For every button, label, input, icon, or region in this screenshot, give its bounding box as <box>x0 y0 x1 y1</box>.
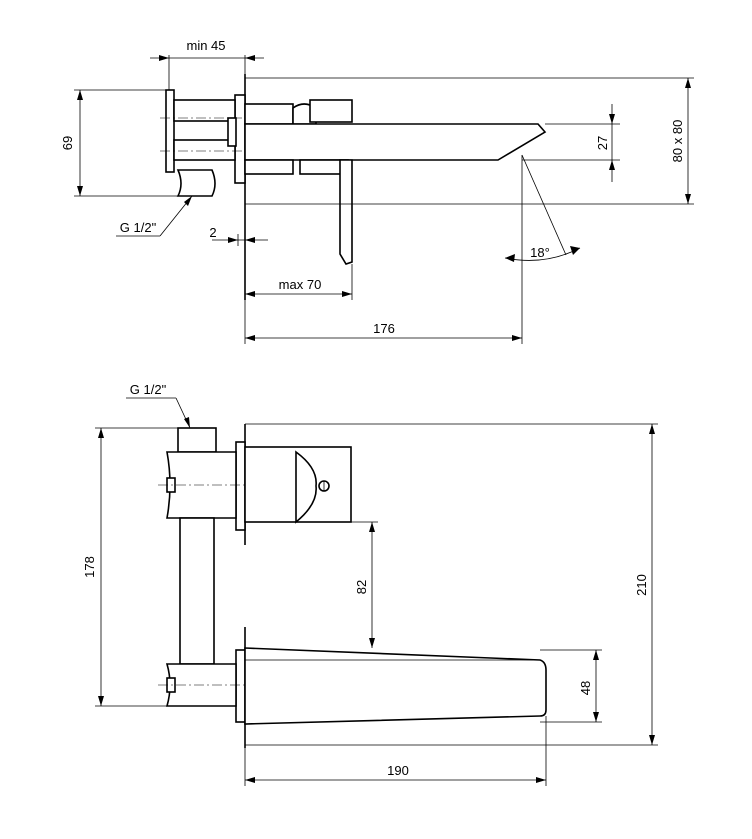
label-80x80: 80 x 80 <box>670 120 685 163</box>
label-178: 178 <box>82 556 97 578</box>
dim-210: 210 <box>245 423 658 746</box>
side-mixer-body <box>244 99 547 175</box>
top-wall-plates <box>235 424 246 748</box>
label-69: 69 <box>60 136 75 150</box>
label-2: 2 <box>209 225 216 240</box>
label-g12-side: G 1/2" <box>120 220 157 235</box>
label-82: 82 <box>354 580 369 594</box>
top-spout <box>244 647 547 725</box>
top-mixer-body <box>244 446 352 524</box>
label-min45: min 45 <box>186 38 225 53</box>
label-190: 190 <box>387 763 409 778</box>
dim-27: 27 <box>522 104 620 182</box>
label-max70: max 70 <box>279 277 322 292</box>
side-lever <box>339 159 353 265</box>
side-concealed-body <box>160 89 250 197</box>
dim-48: 48 <box>540 649 602 723</box>
dim-2: 2 <box>209 225 268 246</box>
leader-g12-side: G 1/2" <box>116 195 193 237</box>
dim-max70: max 70 <box>245 264 353 300</box>
label-210: 210 <box>634 574 649 596</box>
dim-178: 178 <box>82 427 178 707</box>
label-27: 27 <box>595 136 610 150</box>
dim-176: 176 <box>244 270 523 344</box>
leader-g12-top: G 1/2" <box>126 382 191 429</box>
top-view: G 1/2" 178 82 210 <box>82 382 658 786</box>
label-g12-top: G 1/2" <box>130 382 167 397</box>
label-176: 176 <box>373 321 395 336</box>
dim-69: 69 <box>60 89 178 197</box>
dim-80x80: 80 x 80 <box>245 77 694 205</box>
dim-min45: min 45 <box>150 38 264 90</box>
label-18deg: 18° <box>530 245 550 260</box>
label-48: 48 <box>578 681 593 695</box>
dim-82: 82 <box>351 521 378 648</box>
top-concealed-body <box>158 427 256 707</box>
dim-190: 190 <box>244 716 547 786</box>
side-angle-marker <box>504 154 581 270</box>
side-wall-plate <box>234 74 246 300</box>
side-view: min 45 69 G 1/2" 2 <box>60 38 694 344</box>
